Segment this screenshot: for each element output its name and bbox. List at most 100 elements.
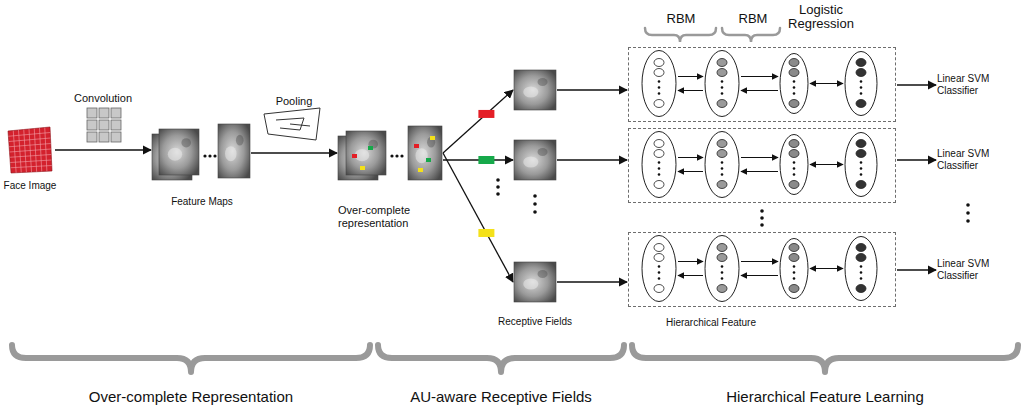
- connector-arrow: [55, 149, 151, 150]
- tile-blob: [523, 86, 538, 97]
- dot: [721, 86, 724, 89]
- unit: [717, 285, 727, 293]
- hierarchical-model-box-illustration: [629, 48, 895, 121]
- tile-blob: [236, 135, 244, 146]
- unit: [789, 244, 799, 252]
- dot: [793, 80, 796, 83]
- feature-tile: [514, 262, 556, 302]
- tile-blob: [538, 148, 548, 156]
- unit: [717, 150, 727, 158]
- unit: [654, 244, 664, 252]
- dot: [658, 80, 661, 83]
- dot: [658, 161, 661, 164]
- hierarchical-model-box-illustration: [629, 233, 895, 306]
- dot: [721, 265, 724, 268]
- unit: [717, 59, 727, 67]
- node-label: Linear SVM Classifier: [937, 148, 999, 172]
- unit: [856, 181, 866, 189]
- unit: [654, 254, 664, 262]
- receptive-field: [514, 70, 556, 110]
- connector-arrow: [443, 153, 513, 282]
- au-mark: [360, 166, 365, 170]
- hierarchical-model-box: Hierarchical Feature: [628, 232, 896, 307]
- tile-blob: [415, 148, 427, 163]
- dot: [496, 178, 500, 182]
- layer-ellipse: [845, 237, 877, 301]
- layer-arrow: [810, 268, 843, 269]
- unit: [654, 59, 664, 67]
- brace: [722, 28, 780, 42]
- kernel-cell: [99, 108, 109, 118]
- grid-line: [40, 128, 42, 172]
- unit: [654, 69, 664, 77]
- tile-blob: [523, 156, 538, 167]
- svm-classifier: Linear SVM Classifier: [937, 73, 999, 97]
- node-label: Hierarchical Feature: [641, 317, 781, 329]
- layer-ellipse: [642, 132, 676, 198]
- layer-arrow: [810, 164, 843, 165]
- dot: [533, 202, 537, 206]
- dot: [721, 92, 724, 95]
- dot: [860, 265, 863, 268]
- connector-arrow: [443, 159, 513, 160]
- edge-label: Pooling: [234, 95, 354, 108]
- receptive-field: Receptive Fields: [514, 262, 556, 302]
- layer-arrow: [741, 261, 778, 262]
- unit: [789, 140, 799, 148]
- receptive-field-marker: [478, 229, 494, 237]
- au-mark: [368, 146, 373, 150]
- dot: [721, 80, 724, 83]
- unit: [654, 140, 664, 148]
- layer-ellipse: [705, 132, 739, 198]
- layer-ellipse: [780, 135, 808, 195]
- dot: [213, 154, 216, 157]
- tile-blob: [538, 270, 548, 278]
- kernel-cell: [111, 108, 121, 118]
- feature-maps-illustration: [152, 122, 250, 182]
- pooling-frame: [264, 108, 320, 140]
- kernel-cell: [99, 132, 109, 142]
- svm-classifier: Linear SVM Classifier: [937, 258, 999, 282]
- au-mark: [426, 158, 431, 162]
- unit: [856, 140, 866, 148]
- node-label: RBM: [728, 11, 778, 26]
- dot: [208, 154, 211, 157]
- unit: [789, 150, 799, 158]
- unit: [789, 100, 799, 108]
- brace: [645, 28, 716, 42]
- connector-arrow: [897, 269, 936, 270]
- hierarchical-model-box: [628, 128, 896, 203]
- dot: [760, 223, 764, 227]
- layer-ellipse: [845, 52, 877, 116]
- dot: [860, 271, 863, 274]
- node-label: Linear SVM Classifier: [937, 258, 999, 282]
- unit: [717, 244, 727, 252]
- connector-arrow: [557, 89, 627, 90]
- unit: [789, 254, 799, 262]
- unit: [856, 254, 866, 262]
- dot: [721, 277, 724, 280]
- dot: [860, 86, 863, 89]
- node-label: Linear SVM Classifier: [937, 73, 999, 97]
- tile-blob: [168, 148, 182, 161]
- au-mark: [430, 136, 435, 140]
- unit: [856, 59, 866, 67]
- pooling-icon: [264, 108, 320, 140]
- layer-arrow: [678, 275, 703, 276]
- feature-tile: [159, 129, 199, 175]
- face-image-picture: [8, 127, 52, 173]
- dot: [395, 154, 398, 157]
- tile-blob: [225, 146, 237, 161]
- receptive-field-illustration: [514, 70, 556, 110]
- grid-line: [45, 128, 47, 172]
- unit: [856, 69, 866, 77]
- layer-arrow: [678, 90, 703, 91]
- unit: [856, 285, 866, 293]
- dot: [400, 154, 403, 157]
- face-image-illustration: [6, 126, 54, 174]
- dot: [793, 161, 796, 164]
- dot: [793, 86, 796, 89]
- connector-arrow: [557, 159, 627, 160]
